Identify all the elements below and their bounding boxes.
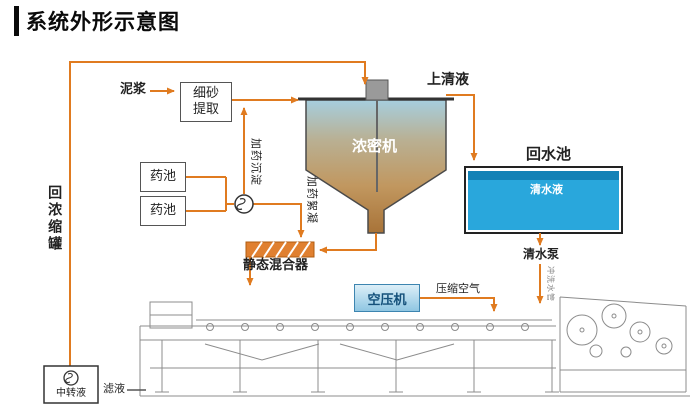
sand-extraction-box: 细砂提取 (180, 82, 232, 122)
label-compressed-air: 压缩空气 (436, 282, 480, 295)
label-return-pool: 回水池 (526, 145, 572, 163)
dosing-pump-icon (234, 194, 254, 214)
pipe-dose-floc (253, 203, 305, 238)
label-dose-sediment: 加药沉淀 (249, 138, 263, 186)
page-title: 系统外形示意图 (14, 6, 180, 36)
label-filtrate: 滤液 (101, 382, 127, 396)
belt-filter-press (139, 296, 690, 397)
label-return-thickener: 回浓缩罐 (46, 185, 63, 253)
chem-tank-1: 药池 (140, 162, 186, 192)
label-dose-floc: 加药絮凝 (305, 176, 319, 224)
pipe-supernatant (446, 94, 478, 161)
chem-tank-2: 药池 (140, 196, 186, 226)
transfer-pump-icon (63, 370, 79, 386)
motor-icon (365, 79, 389, 101)
return-water-pool (464, 166, 623, 234)
pipe-chem-tanks (186, 176, 234, 212)
thickener-tank (298, 79, 454, 234)
pipe-return-to-thickener (69, 61, 369, 366)
pipe-thickener-to-mixer (319, 233, 377, 254)
label-thickener: 浓密机 (352, 137, 398, 155)
label-transfer-tank: 中转液 (56, 388, 86, 399)
label-flush-pipe: 冲洗水管 (546, 266, 556, 302)
static-mixer (245, 241, 315, 258)
label-supernatant: 上清液 (427, 72, 469, 88)
pipes-layer (69, 61, 544, 366)
label-mud: 泥浆 (120, 82, 147, 97)
transfer-tank-box (43, 365, 99, 404)
label-clear-pump: 清水泵 (521, 247, 562, 262)
air-compressor-box: 空压机 (354, 284, 420, 312)
label-clear-water: 清水液 (530, 183, 563, 196)
label-static-mixer: 静态混合器 (243, 258, 309, 273)
pipe-compressed-air (420, 297, 498, 312)
